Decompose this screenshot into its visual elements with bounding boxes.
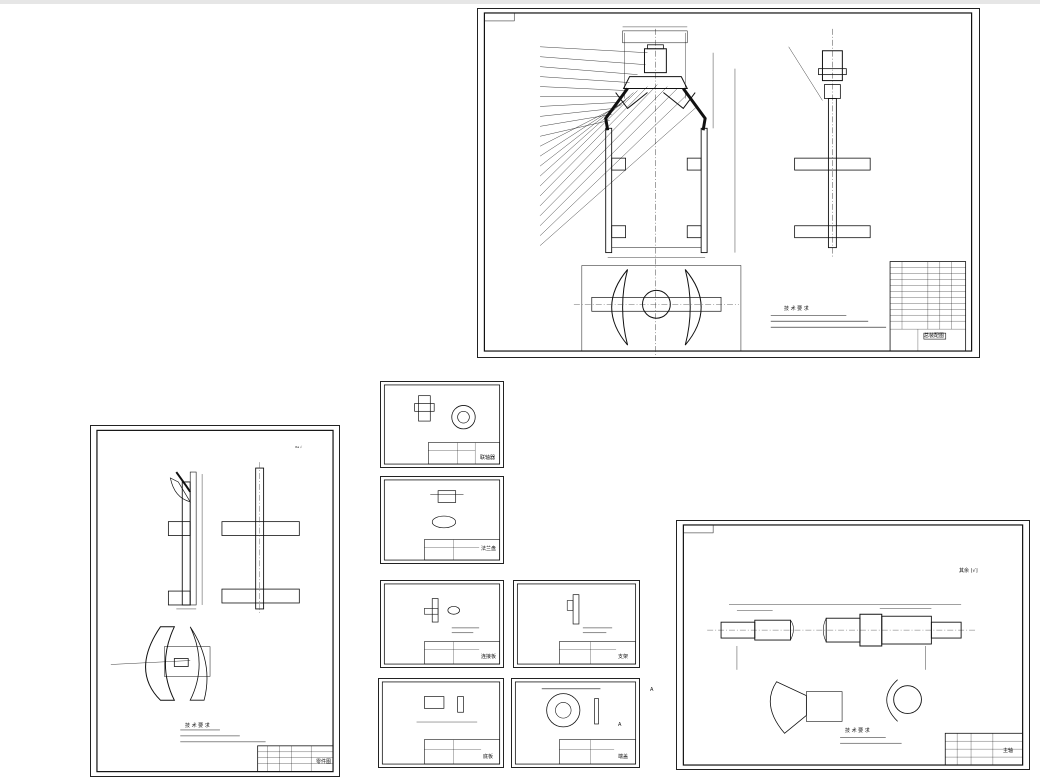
small-sheet-3[interactable]: 连接板 <box>380 580 504 668</box>
small-drawing-3 <box>383 583 501 665</box>
small-drawing-6 <box>514 681 637 765</box>
small-sheet-2[interactable]: 法兰盘 <box>380 476 504 564</box>
small-4-title: 支架 <box>618 654 629 660</box>
assembly-tech-req-heading: 技 术 要 求 <box>784 306 809 312</box>
small-sheet-4[interactable]: 支架 <box>513 580 640 668</box>
shaft-drawing-sheet[interactable]: 其余 ⌊√⌋ 技 术 要 求 主轴 <box>676 520 1030 770</box>
shaft-tech-req-heading: 技 术 要 求 <box>845 728 870 734</box>
small-1-title: 联轴器 <box>480 455 496 461</box>
small-sheet-1[interactable]: 联轴器 <box>380 381 504 468</box>
left-part-tech-req-heading: 技 术 要 求 <box>185 723 210 729</box>
canvas-top-strip <box>0 0 1040 4</box>
part-drawing-sheet-left[interactable]: Ra √ 技 术 要 求 零 <box>90 425 340 777</box>
small-drawing-4 <box>516 583 637 665</box>
small-5-title: 底板 <box>483 754 494 760</box>
small-drawing-2 <box>383 479 501 561</box>
small-drawing-5 <box>381 681 501 765</box>
part-drawing-left: Ra √ <box>96 429 334 773</box>
small-2-title: 法兰盘 <box>481 546 497 552</box>
section-mark-a: A <box>650 687 654 693</box>
shaft-drawing <box>682 524 1024 766</box>
svg-text:Ra √: Ra √ <box>295 445 302 449</box>
small-sheet-6[interactable]: 端盖 <box>511 678 640 768</box>
small-drawing-1 <box>383 384 501 465</box>
left-part-title-block-name: 零件图 <box>316 759 332 765</box>
section-mark-b: A <box>618 722 622 728</box>
shaft-title-block-name: 主轴 <box>1003 748 1014 754</box>
assembly-title-block-name: 总装配图 <box>924 333 945 339</box>
shaft-roughness-note: 其余 ⌊√⌋ <box>959 568 978 574</box>
assembly-drawing-sheet[interactable]: 技 术 要 求 总装配图 <box>477 8 980 358</box>
assembly-drawing <box>483 12 973 357</box>
small-sheet-5[interactable]: 底板 <box>378 678 504 768</box>
small-6-title: 端盖 <box>618 754 629 760</box>
small-3-title: 连接板 <box>481 654 497 660</box>
